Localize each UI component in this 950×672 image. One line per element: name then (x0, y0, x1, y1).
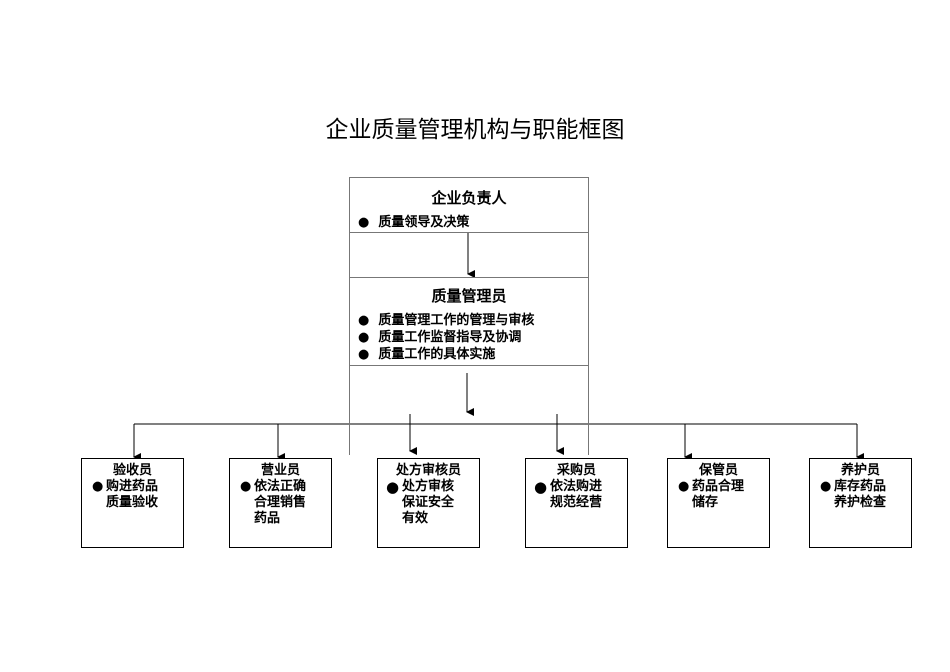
role-box-sales-clerk: 营业员 ●依法正确 合理销售 药品 (229, 458, 332, 548)
role-duty-line: 养护检查 (834, 495, 887, 510)
qa-manager-title: 质量管理员 (431, 287, 507, 305)
qa-duty-item: ● 质量管理工作的管理与审核 (358, 313, 535, 328)
leader-duty-item: ● 质量领导及决策 (358, 215, 470, 230)
role-title: 营业员 (260, 463, 300, 478)
role-duty-line: 依法购进 (550, 479, 603, 494)
role-duty-line: 有效 (402, 511, 429, 526)
divider (350, 365, 588, 366)
bullet-icon: ● (534, 478, 548, 496)
role-box-purchaser: 采购员 ●依法购进 规范经营 (525, 458, 628, 548)
role-duty-line: 依法正确 (254, 479, 307, 494)
bullet-icon: ● (820, 479, 832, 494)
role-title: 采购员 (556, 463, 596, 478)
bullet-icon: ● (678, 479, 690, 494)
role-box-maintainer: 养护员 ●库存药品 养护检查 (809, 458, 912, 548)
role-title: 养护员 (840, 463, 880, 478)
role-duty-line: 质量验收 (106, 495, 159, 510)
bullet-icon: ● (240, 479, 252, 494)
bullet-icon: ● (358, 330, 370, 345)
role-box-storekeeper: 保管员 ●药品合理 储存 (667, 458, 770, 548)
role-duty-line: 药品合理 (692, 479, 745, 494)
bullet-icon: ● (358, 215, 370, 230)
bullet-icon: ● (92, 479, 104, 494)
role-duty-line: 购进药品 (106, 479, 159, 494)
role-duty-line: 库存药品 (834, 479, 887, 494)
role-duty-line: 药品 (254, 511, 281, 526)
role-duty-line: 处方审核 (402, 479, 455, 494)
bullet-icon: ● (386, 478, 400, 496)
divider (350, 232, 588, 233)
role-duty-line: 储存 (692, 495, 719, 510)
role-duty-line: 保证安全 (402, 495, 455, 510)
management-box: 企业负责人 ● 质量领导及决策 质量管理员 ● 质量管理工作的管理与审核 ● 质… (349, 177, 589, 455)
bullet-icon: ● (358, 313, 370, 328)
role-title: 验收员 (112, 463, 152, 478)
role-box-prescription-reviewer: 处方审核员 ●处方审核 保证安全 有效 (377, 458, 480, 548)
role-box-inspector: 验收员 ●购进药品 质量验收 (81, 458, 184, 548)
leader-title: 企业负责人 (431, 189, 507, 207)
leader-duties: ● 质量领导及决策 (358, 214, 469, 231)
qa-duty-item: ● 质量工作的具体实施 (358, 347, 496, 362)
role-title: 处方审核员 (395, 463, 461, 478)
role-duty-line: 规范经营 (550, 495, 603, 510)
role-title: 保管员 (698, 463, 738, 478)
qa-duty-item: ● 质量工作监督指导及协调 (358, 330, 522, 345)
role-duty-line: 合理销售 (254, 495, 307, 510)
divider (350, 277, 588, 278)
page-title: 企业质量管理机构与职能框图 (325, 117, 625, 143)
qa-manager-duties: ● 质量管理工作的管理与审核 ● 质量工作监督指导及协调 ● 质量工作的具体实施 (358, 312, 534, 363)
bullet-icon: ● (358, 347, 370, 362)
